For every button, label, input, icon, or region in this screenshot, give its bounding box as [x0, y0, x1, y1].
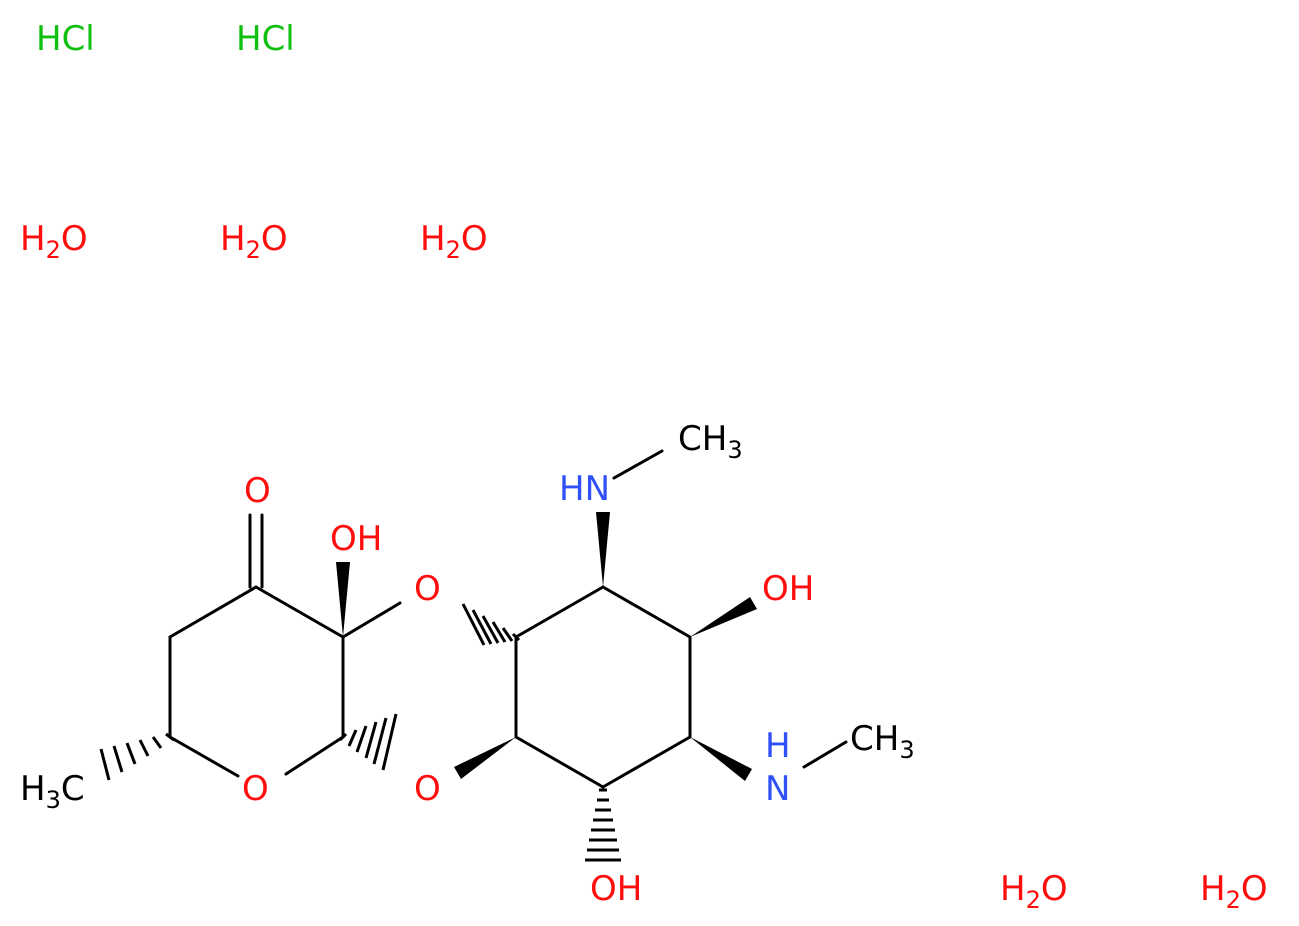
ring-oxygen-label: O: [242, 769, 269, 809]
ketone-oxygen-label: O: [244, 471, 271, 511]
water-label: H2O: [1200, 869, 1268, 914]
water-label: H2O: [1000, 869, 1068, 914]
amine-h-label: H: [765, 726, 791, 766]
amine-n-label: N: [765, 769, 790, 809]
ring-oxygen-label: O: [414, 769, 441, 809]
methyl-label: CH3: [850, 719, 915, 764]
hcl-label: HCl: [236, 19, 295, 59]
amine-label: HN: [559, 469, 610, 509]
water-label: H2O: [20, 219, 88, 264]
hydroxyl-label: OH: [762, 569, 814, 609]
hcl-label: HCl: [36, 19, 95, 59]
hydroxyl-label: OH: [590, 869, 642, 909]
water-label: H2O: [420, 219, 488, 264]
methyl-label: CH3: [678, 419, 743, 464]
wedge-bonds: [336, 512, 757, 781]
hashed-bonds: [99, 603, 621, 862]
methyl-label: H3C: [20, 769, 85, 814]
bond-lines: [168, 449, 848, 789]
water-label: H2O: [220, 219, 288, 264]
ring-oxygen-label: O: [414, 569, 441, 609]
hydroxyl-label: OH: [330, 519, 382, 559]
